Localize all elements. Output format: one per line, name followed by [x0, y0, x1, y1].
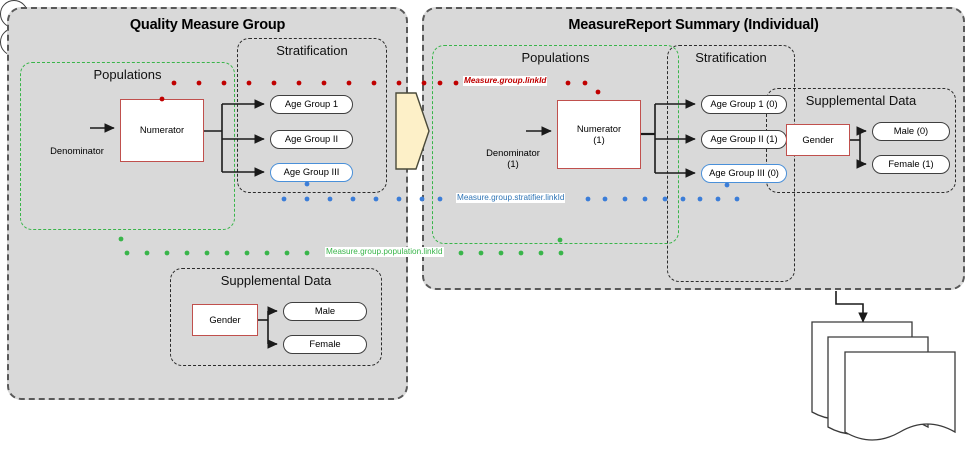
right-numerator-count: (1): [593, 133, 605, 145]
measurereport-summary-panel: MeasureReport Summary (Individual): [422, 7, 965, 290]
left-supplemental-source-node[interactable]: Gender: [192, 304, 258, 336]
right-strat-item-2-label: Age Group III (0): [709, 167, 779, 179]
right-supplemental-source-node[interactable]: Gender: [786, 124, 850, 156]
left-supplemental-item-1[interactable]: Female: [283, 335, 367, 354]
right-supplemental-item-0-label: Male (0): [893, 125, 929, 137]
right-denominator-count: (1): [507, 157, 519, 169]
right-numerator-label: Numerator: [576, 122, 622, 134]
resources-stack-icon: [811, 321, 956, 441]
right-strat-item-1[interactable]: Age Group II (1): [701, 130, 787, 149]
left-populations-group: Populations: [20, 62, 235, 230]
right-supplemental-item-1[interactable]: Female (1): [872, 155, 950, 174]
left-supplemental-item-1-label: Female: [309, 338, 341, 350]
left-supplemental-title: Supplemental Data: [220, 273, 332, 288]
right-strat-item-0[interactable]: Age Group 1 (0): [701, 95, 787, 114]
left-stratification-group: Stratification: [237, 38, 387, 193]
right-strat-item-2[interactable]: Age Group III (0): [701, 164, 787, 183]
right-denominator-label: Denominator (1): [472, 147, 554, 170]
right-populations-title: Populations: [521, 50, 590, 65]
right-supplemental-item-1-label: Female (1): [888, 158, 934, 170]
right-supplemental-source-label: Gender: [802, 133, 834, 145]
right-supplemental-item-0[interactable]: Male (0): [872, 122, 950, 141]
left-strat-item-0-label: Age Group 1: [284, 98, 339, 110]
left-numerator-node[interactable]: Numerator: [120, 99, 204, 162]
measurereport-summary-title: MeasureReport Summary (Individual): [568, 17, 819, 33]
right-numerator-node[interactable]: Numerator (1): [557, 100, 641, 169]
left-supplemental-item-0[interactable]: Male: [283, 302, 367, 321]
right-supplemental-title: Supplemental Data: [805, 93, 917, 108]
group-link-tag: Measure.group.linkId: [463, 76, 548, 86]
summary-to-resources-connector: [835, 291, 868, 323]
left-strat-item-2[interactable]: Age Group III: [270, 163, 353, 182]
left-supplemental-group: Supplemental Data: [170, 268, 382, 366]
left-populations-title: Populations: [93, 67, 162, 82]
right-denominator-name: Denominator: [486, 147, 540, 158]
stratifier-link-tag: Measure.group.stratifier.linkId: [456, 193, 566, 203]
left-supplemental-source-label: Gender: [209, 313, 241, 325]
quality-measure-group-title: Quality Measure Group: [129, 17, 286, 33]
right-strat-item-0-label: Age Group 1 (0): [710, 98, 778, 110]
left-supplemental-item-0-label: Male: [314, 305, 336, 317]
right-populations-group: Populations: [432, 45, 679, 244]
right-strat-item-1-label: Age Group II (1): [710, 133, 778, 145]
left-strat-item-2-label: Age Group III: [283, 166, 340, 178]
resources-label: Resources: [861, 383, 939, 400]
left-strat-item-1-label: Age Group II: [284, 133, 339, 145]
population-link-tag: Measure.group.population.linkId: [325, 247, 444, 257]
left-numerator-label: Numerator: [139, 124, 185, 136]
left-denominator-label: Denominator: [50, 145, 104, 156]
right-stratification-group: Stratification: [667, 45, 795, 282]
left-strat-item-1[interactable]: Age Group II: [270, 130, 353, 149]
right-stratification-title: Stratification: [695, 50, 767, 65]
left-stratification-title: Stratification: [276, 43, 348, 58]
left-strat-item-0[interactable]: Age Group 1: [270, 95, 353, 114]
